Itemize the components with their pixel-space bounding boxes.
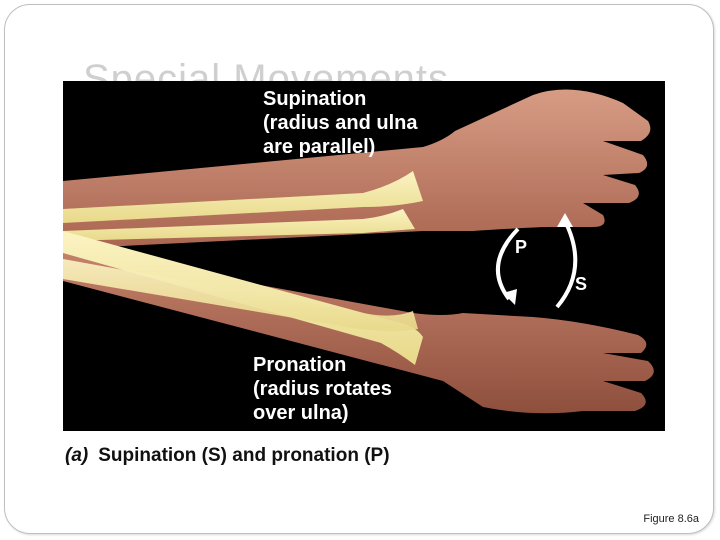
- caption-label: (a): [65, 445, 89, 466]
- ulna-bone-bottom: [63, 259, 418, 331]
- supination-label-line2: (radius and ulna: [263, 112, 418, 134]
- pronation-label-line2: (radius rotates: [253, 378, 392, 400]
- figure-caption: (a) Supination (S) and pronation (P): [65, 445, 390, 467]
- ulna-bone-top: [63, 209, 415, 241]
- supination-arrow: [555, 220, 578, 309]
- forearm-illustration: [63, 89, 654, 414]
- pronation-arrow: [495, 227, 520, 301]
- supination-label: Supination (radius and ulna are parallel…: [263, 87, 417, 159]
- pronation-label: Pronation (radius rotates over ulna): [253, 353, 392, 425]
- caption-text: Supination (S) and pronation (P): [98, 445, 390, 466]
- pronation-label-line1: Pronation: [253, 354, 347, 376]
- supination-arrow-letter: S: [575, 274, 588, 294]
- figure-reference: Figure 8.6a: [643, 513, 699, 525]
- supination-label-line1: Supination: [263, 88, 367, 110]
- pronation-arrow-letter: P: [515, 237, 528, 257]
- pronation-label-line3: over ulna): [253, 402, 349, 424]
- slide: Special Movements: [4, 4, 714, 534]
- supination-arrowhead: [557, 213, 573, 227]
- radius-bone-top: [63, 171, 423, 223]
- anatomy-photo: Supination (radius and ulna are parallel…: [63, 81, 665, 431]
- pronation-arrowhead: [503, 289, 517, 305]
- supination-label-line3: are parallel): [263, 136, 376, 158]
